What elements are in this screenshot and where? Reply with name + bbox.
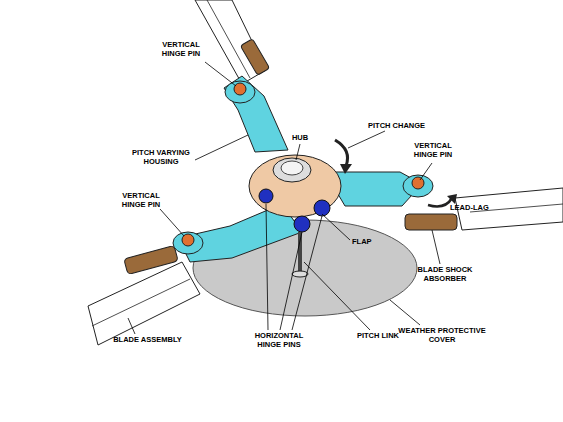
hinge-housing — [173, 232, 203, 254]
part-label: PITCH VARYING HOUSING — [120, 148, 202, 166]
flap-hinge — [314, 200, 330, 216]
leader-lines — [128, 62, 440, 334]
hub-cap — [273, 158, 311, 182]
leader-line — [390, 300, 420, 325]
leader-line — [322, 214, 350, 240]
leader-line — [205, 62, 236, 86]
leader-line — [266, 204, 268, 330]
part-label: LEAD-LAG — [450, 203, 500, 212]
part-label: HORIZONTAL HINGE PINS — [243, 331, 315, 349]
part-label: HUB — [283, 133, 317, 142]
hinge-housing — [225, 81, 255, 103]
leader-line — [296, 144, 300, 160]
flap-hinge — [259, 189, 273, 203]
part-label: VERTICAL HINGE PIN — [402, 141, 464, 159]
leader-line — [280, 232, 302, 330]
rotor-hub — [249, 155, 341, 217]
part-label: WEATHER PROTECTIVE COVER — [392, 326, 492, 344]
pitch-arrow — [335, 140, 348, 166]
leader-line — [420, 163, 432, 180]
part-label: PITCH LINK — [352, 331, 404, 340]
arrow-head — [340, 164, 352, 174]
hinge-housing — [403, 175, 433, 197]
shock-absorber — [405, 214, 457, 230]
part-label: BLADE ASSEMBLY — [100, 335, 195, 344]
leader-line — [128, 318, 135, 334]
part-label: PITCH CHANGE — [368, 121, 448, 130]
part-label: VERTICAL HINGE PIN — [110, 191, 172, 209]
pitch-link-base — [292, 271, 308, 277]
shock-absorber — [240, 39, 269, 75]
shock-absorber — [124, 246, 178, 275]
hinge-pin-cap — [234, 83, 246, 95]
hub-cap — [281, 161, 303, 175]
leader-line — [292, 216, 322, 330]
hinge-pin-cap — [412, 177, 424, 189]
leader-line — [195, 135, 248, 160]
part-label: FLAP — [352, 237, 382, 246]
leader-line — [432, 230, 440, 264]
pitch-link — [298, 232, 302, 272]
leader-line — [348, 131, 385, 148]
part-label: VERTICAL HINGE PIN — [150, 40, 212, 58]
leader-line — [160, 209, 184, 236]
arrow-head — [447, 194, 457, 204]
leader-line — [304, 262, 370, 330]
part-label: BLADE SHOCK ABSORBER — [410, 265, 480, 283]
blade-edge — [92, 279, 190, 326]
pitch-housing — [224, 76, 288, 152]
blade-edge — [207, 0, 250, 78]
lead-lag-arrow — [428, 198, 452, 206]
left-blade — [88, 262, 200, 345]
flap-hinge — [294, 216, 310, 232]
